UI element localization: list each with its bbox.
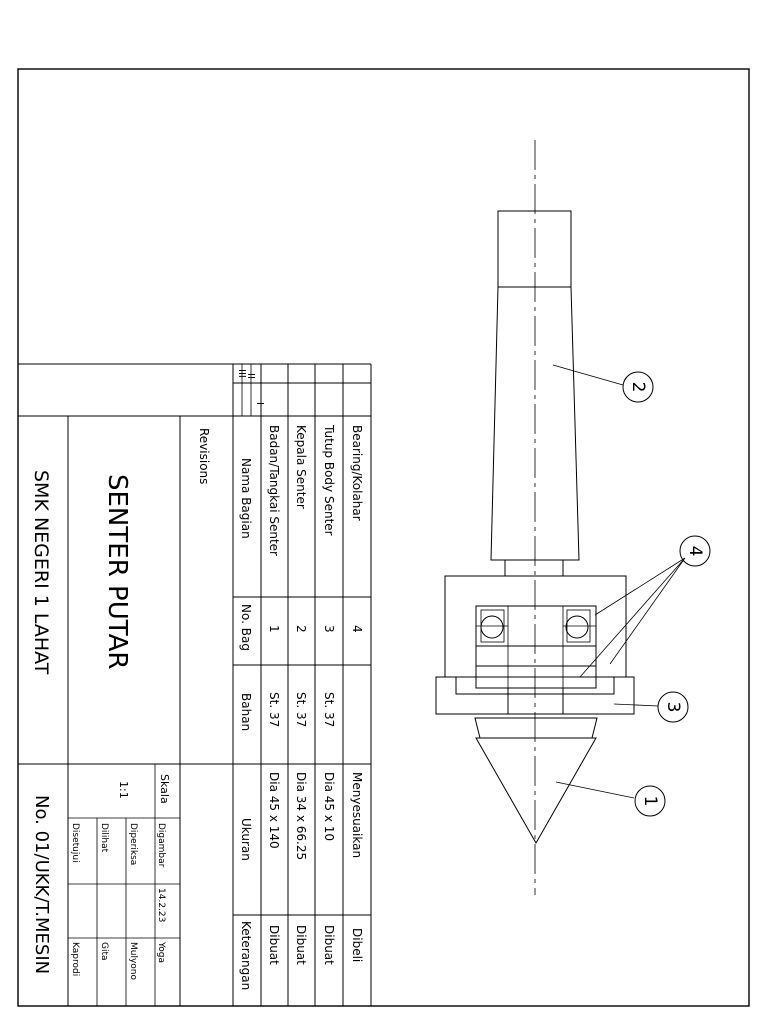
scale-value: 1:1 [117,781,130,799]
svg-text:St. 37: St. 37 [322,692,336,727]
leader-4a [594,557,686,616]
signoff-disetujui: Disetujui Kaprodi [70,823,80,976]
title-block: III II I Bearing/Kolahar 4 Menyesuaikan … [18,363,372,1006]
svg-text:1: 1 [640,796,660,807]
balloon-3: 3 [657,691,689,723]
parts-row-1: Badan/Tangkai Senter 1 St. 37 Dia 45 x 1… [267,425,281,965]
svg-text:Keterangan: Keterangan [239,921,253,990]
parts-row-2: Kepala Senter 2 St. 37 Dia 34 x 66.25 Di… [294,425,308,965]
balloon-1: 1 [634,785,666,817]
svg-text:Disetujui: Disetujui [70,823,80,863]
svg-text:3: 3 [663,702,683,713]
revision-mark-iii: III [236,369,247,378]
svg-text:Dia 45 x 10: Dia 45 x 10 [322,772,336,841]
senter-putar-drawing: 2 4 3 1 [435,140,711,895]
svg-text:St. 37: St. 37 [267,692,281,727]
revision-mark-i: I [254,402,265,405]
svg-text:Ukuran: Ukuran [239,818,253,861]
svg-text:Yoga: Yoga [156,941,166,963]
svg-text:Bearing/Kolahar: Bearing/Kolahar [350,425,364,521]
svg-text:Dia 45 x 140: Dia 45 x 140 [267,772,281,849]
cone-part-1 [474,687,598,845]
svg-text:14.2.23: 14.2.23 [156,888,166,922]
parts-row-4: Bearing/Kolahar 4 Menyesuaikan Dibeli [350,425,364,962]
svg-text:4: 4 [685,546,705,557]
drawing-title: SENTER PUTAR [102,474,132,669]
svg-text:Mulyono: Mulyono [128,942,138,981]
school-name: SMK NEGERI 1 LAHAT [30,470,52,675]
signoff-dilihat: Dilihat Gita [99,823,109,961]
svg-text:Menyesuaikan: Menyesuaikan [350,772,364,858]
leader-3 [613,703,659,707]
svg-text:2: 2 [294,625,308,633]
svg-text:Kepala Senter: Kepala Senter [294,425,308,509]
svg-text:Kaprodi: Kaprodi [70,942,80,976]
signoff-digambar: Digambar 14.2.23 Yoga [156,823,166,963]
svg-text:Dibuat: Dibuat [294,925,308,965]
svg-text:3: 3 [322,625,336,633]
svg-text:Bahan: Bahan [239,693,253,731]
parts-header: Nama Bagian No. Bag Bahan Ukuran Keteran… [239,458,253,990]
svg-text:Diperiksa: Diperiksa [128,823,138,865]
svg-text:Dibeli: Dibeli [350,928,364,962]
revisions-label: Revisions [197,428,211,484]
svg-text:Nama Bagian: Nama Bagian [239,458,253,539]
svg-text:Dibuat: Dibuat [322,925,336,965]
leader-1 [555,781,635,799]
balloon-2: 2 [622,371,654,403]
svg-text:St. 37: St. 37 [294,692,308,727]
parts-row-3: Tutup Body Senter 3 St. 37 Dia 45 x 10 D… [322,424,336,965]
svg-text:2: 2 [628,382,648,393]
scale-label: Skala [158,774,171,804]
svg-text:Dibuat: Dibuat [267,925,281,965]
leader-4b [609,557,686,665]
svg-text:4: 4 [350,625,364,633]
balloon-4: 4 [679,535,711,567]
svg-text:Digambar: Digambar [156,823,166,868]
svg-text:Gita: Gita [99,942,109,961]
drawing-number: No. 01/UKK/T.MESIN [31,795,52,974]
svg-text:Badan/Tangkai Senter: Badan/Tangkai Senter [267,425,281,556]
svg-text:1: 1 [267,625,281,633]
leader-2 [552,364,624,386]
signoff-diperiksa: Diperiksa Mulyono [128,823,138,981]
svg-text:Tutup Body Senter: Tutup Body Senter [322,424,336,536]
svg-text:No. Bag: No. Bag [239,604,253,651]
drawing-frame [17,68,750,1007]
svg-text:Dia 34 x 66.25: Dia 34 x 66.25 [294,772,308,860]
leader-4c [579,557,686,678]
revision-mark-ii: II [245,373,256,379]
bearing-part-4 [475,605,597,689]
svg-text:Dilihat: Dilihat [99,823,109,853]
